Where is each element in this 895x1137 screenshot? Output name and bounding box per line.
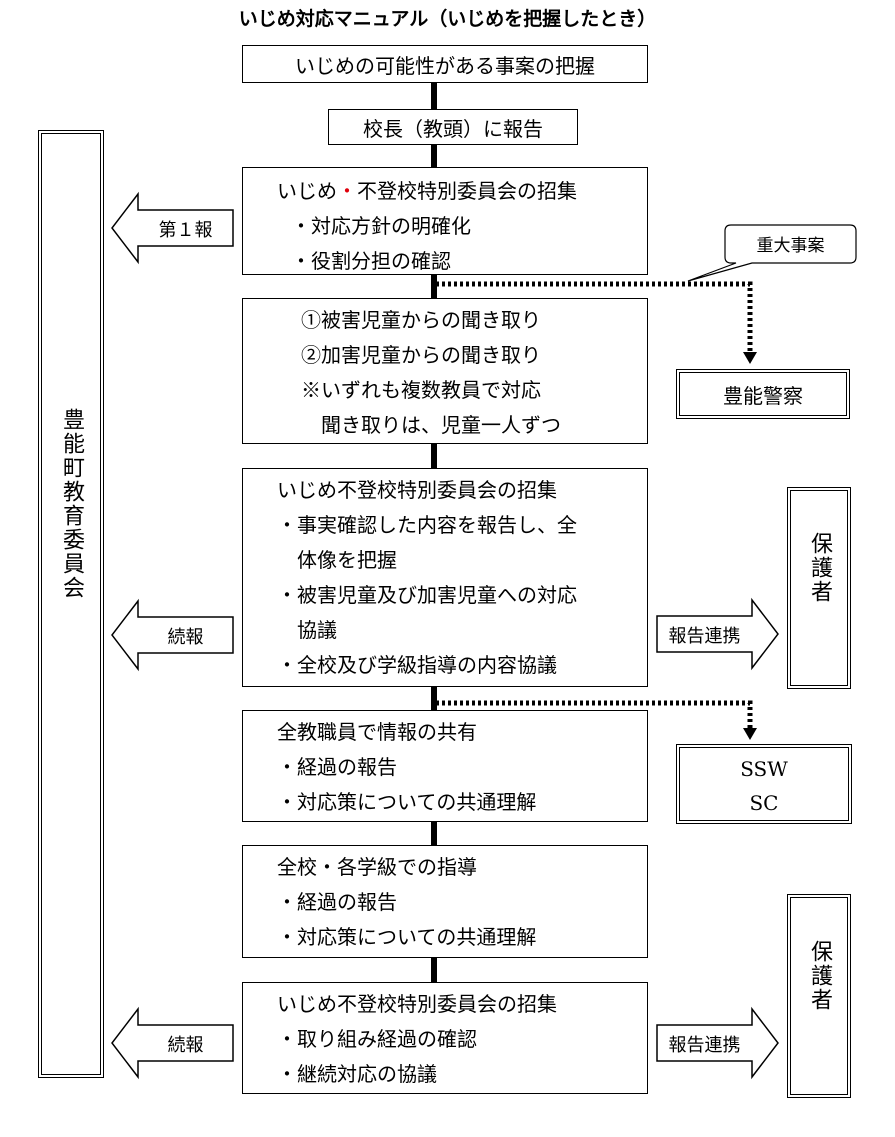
committee-heading: いじめ・不登校特別委員会の招集 [277,179,577,203]
sc-label: SC [749,791,779,815]
interview-line: ※いずれも複数教員で対応 [301,378,541,402]
police-label: 豊能警察 [723,383,803,408]
ssw-label: SSW [740,757,788,781]
step-fact-check-box: いじめ不登校特別委員会の招集 ・事実確認した内容を報告し、全 体像を把握 ・被害… [242,468,648,687]
class-guidance-line: 全校・各学級での指導 [277,855,477,879]
report-link-label-2: 報告連携 [668,1035,741,1056]
first-report-label: 第１報 [158,220,213,241]
ssw-sc-box: SSW SC [676,744,852,824]
staff-share-line: 全教職員で情報の共有 [277,720,477,744]
followup-line: ・継続対応の協議 [277,1062,437,1086]
board-of-education-label: 豊能町教育委員会 [59,408,84,600]
fact-check-line: いじめ不登校特別委員会の招集 [277,478,557,502]
follow-up-label-1: 続報 [167,627,204,648]
follow-up-label-2: 続報 [167,1035,204,1056]
page-title: いじめ対応マニュアル（いじめを把握したとき） [238,8,657,30]
police-arrowhead [743,352,757,364]
guardian-label-2: 保護者 [807,940,832,1012]
fact-check-line: ・事実確認した内容を報告し、全 [277,513,577,537]
interview-line: ①被害児童からの聞き取り [301,308,541,332]
fact-check-line: ・被害児童及び加害児童への対応 [277,583,577,607]
interview-line: ②加害児童からの聞き取り [301,343,541,367]
connector-5-6 [431,686,437,711]
class-guidance-line: ・経過の報告 [277,890,397,914]
fact-check-line: 協議 [277,618,337,642]
staff-share-line: ・対応策についての共通理解 [277,790,537,814]
connector-3-4 [431,274,437,299]
step-followup-committee-box: いじめ不登校特別委員会の招集 ・取り組み経過の確認 ・継続対応の協議 [242,982,648,1094]
step-committee-box: いじめ・不登校特別委員会の招集 ・対応方針の明確化 ・役割分担の確認 [242,167,648,275]
class-guidance-line: ・対応策についての共通理解 [277,925,537,949]
connector-2-3 [431,144,437,168]
board-of-education-box: 豊能町教育委員会 [38,130,104,1078]
step-interview-box: ①被害児童からの聞き取り ②加害児童からの聞き取り ※いずれも複数教員で対応 聞… [242,298,648,444]
police-box: 豊能警察 [676,369,850,419]
fact-check-line: ・全校及び学級指導の内容協議 [277,653,557,677]
guardian-box-1: 保護者 [787,487,851,689]
followup-line: いじめ不登校特別委員会の招集 [277,992,557,1016]
step-report-principal-box: 校長（教頭）に報告 [328,109,578,145]
step-report-principal-text: 校長（教頭）に報告 [363,116,543,141]
connector-6-7 [431,821,437,846]
follow-up-arrow-1 [111,598,234,672]
serious-case-dotted-line [436,281,753,354]
red-dot: ・ [337,179,357,203]
interview-line: 聞き取りは、児童一人ずつ [301,413,561,437]
first-report-arrow [111,191,234,265]
step-class-guidance-box: 全校・各学級での指導 ・経過の報告 ・対応策についての共通理解 [242,845,648,958]
ssw-arrowhead [743,728,757,740]
serious-case-callout [687,224,857,282]
staff-share-line: ・経過の報告 [277,755,397,779]
step-identify-text: いじめの可能性がある事案の把握 [295,53,595,78]
fact-check-line: 体像を把握 [277,548,397,572]
ssw-dotted-line [436,700,753,730]
guardian-box-2: 保護者 [787,894,851,1098]
committee-item: ・対応方針の明確化 [291,214,471,238]
report-link-label-1: 報告連携 [668,626,741,647]
step-identify-box: いじめの可能性がある事案の把握 [242,45,648,83]
follow-up-arrow-2 [111,1006,234,1080]
step-staff-share-box: 全教職員で情報の共有 ・経過の報告 ・対応策についての共通理解 [242,710,648,822]
serious-case-label: 重大事案 [756,236,825,256]
connector-4-5 [431,443,437,469]
report-link-arrow-2 [656,1006,779,1080]
connector-1-2 [431,82,437,110]
guardian-label-1: 保護者 [807,532,832,604]
followup-line: ・取り組み経過の確認 [277,1027,477,1051]
report-link-arrow-1 [656,597,779,671]
committee-item: ・役割分担の確認 [291,249,451,273]
connector-7-8 [431,957,437,983]
